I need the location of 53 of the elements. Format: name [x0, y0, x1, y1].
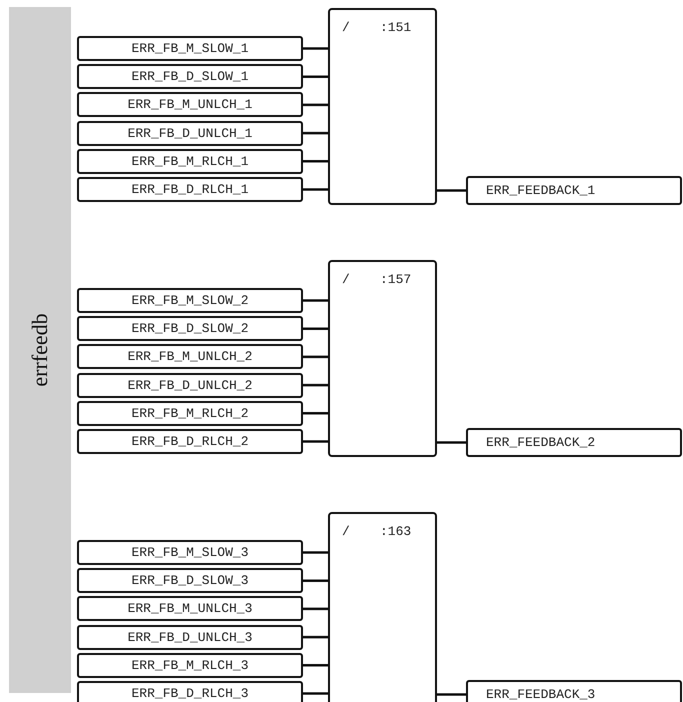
connector-line — [303, 551, 328, 554]
input-variable-box: ERR_FB_D_SLOW_1 — [77, 64, 303, 90]
connector-line — [303, 608, 328, 610]
connector-line — [303, 412, 328, 415]
connector-line — [303, 692, 328, 695]
connector-line — [303, 188, 328, 191]
input-variable-box: ERR_FB_D_SLOW_3 — [77, 568, 303, 594]
connector-line — [303, 327, 328, 330]
connector-line — [303, 664, 328, 667]
connector-line — [437, 189, 466, 192]
function-block — [328, 512, 437, 702]
connector-line — [303, 384, 328, 386]
block-type-label: / — [342, 524, 350, 539]
connector-line — [303, 440, 328, 443]
input-variable-box: ERR_FB_D_SLOW_2 — [77, 316, 303, 342]
input-variable-box: ERR_FB_M_RLCH_2 — [77, 400, 303, 426]
connector-line — [303, 104, 328, 106]
block-number-label: :157 — [380, 272, 412, 287]
output-variable-box: ERR_FEEDBACK_3 — [466, 680, 682, 702]
connector-line — [303, 47, 328, 50]
input-variable-box: ERR_FB_D_UNLCH_3 — [77, 624, 303, 650]
input-variable-box: ERR_FB_M_UNLCH_2 — [77, 344, 303, 370]
output-variable-box: ERR_FEEDBACK_1 — [466, 176, 682, 205]
connector-line — [303, 160, 328, 163]
connector-line — [303, 299, 328, 302]
side-label: errfeedb — [27, 313, 53, 387]
input-variable-box: ERR_FB_M_SLOW_1 — [77, 36, 303, 61]
function-block — [328, 260, 437, 457]
connector-line — [437, 441, 466, 444]
input-variable-box: ERR_FB_M_RLCH_3 — [77, 652, 303, 678]
block-type-label: / — [342, 20, 350, 35]
input-variable-box: ERR_FB_D_RLCH_1 — [77, 177, 303, 202]
input-variable-box: ERR_FB_D_RLCH_2 — [77, 429, 303, 454]
side-band — [9, 7, 71, 693]
connector-line — [437, 693, 466, 696]
input-variable-box: ERR_FB_M_RLCH_1 — [77, 148, 303, 174]
connector-line — [303, 579, 328, 582]
input-variable-box: ERR_FB_D_RLCH_3 — [77, 681, 303, 702]
block-number-label: :151 — [380, 20, 412, 35]
connector-line — [303, 75, 328, 78]
input-variable-box: ERR_FB_M_SLOW_3 — [77, 540, 303, 565]
input-variable-box: ERR_FB_M_UNLCH_1 — [77, 92, 303, 118]
connector-line — [303, 636, 328, 638]
output-variable-box: ERR_FEEDBACK_2 — [466, 428, 682, 457]
connector-line — [303, 356, 328, 358]
input-variable-box: ERR_FB_M_UNLCH_3 — [77, 596, 303, 622]
input-variable-box: ERR_FB_D_UNLCH_1 — [77, 120, 303, 146]
connector-line — [303, 132, 328, 134]
block-type-label: / — [342, 272, 350, 287]
input-variable-box: ERR_FB_M_SLOW_2 — [77, 288, 303, 313]
input-variable-box: ERR_FB_D_UNLCH_2 — [77, 372, 303, 398]
function-block — [328, 8, 437, 205]
block-number-label: :163 — [380, 524, 412, 539]
